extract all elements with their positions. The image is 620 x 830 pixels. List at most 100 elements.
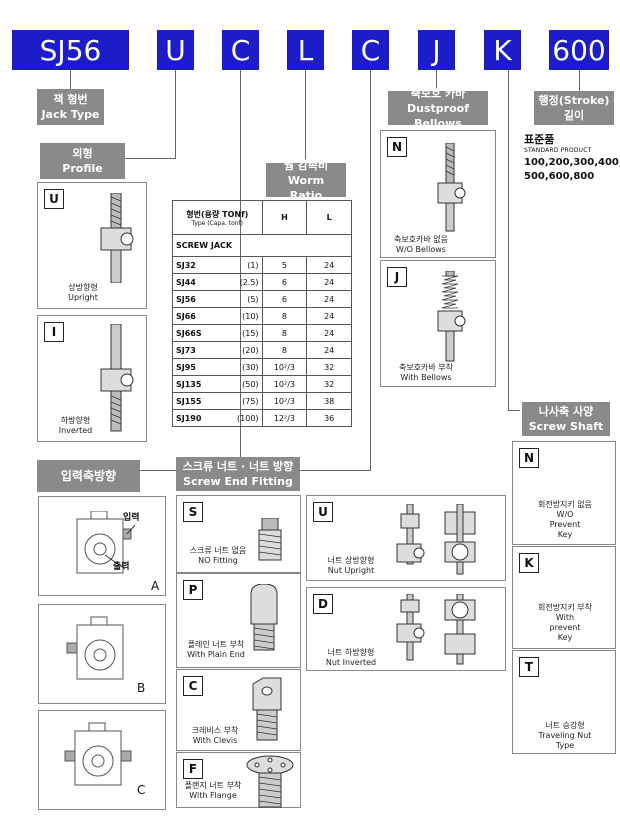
worm-ratio-table: 형번(용량 TONf) Type (Capa. tonf) H L SCREW … bbox=[172, 200, 352, 427]
connector bbox=[175, 70, 176, 158]
input-option-b[interactable]: B bbox=[38, 604, 166, 704]
option-letter: F bbox=[183, 759, 203, 779]
code-jack-type: SJ56 bbox=[12, 30, 129, 70]
shaft-option-k[interactable]: K 회전방지키 부착 With prevent Key bbox=[512, 546, 616, 649]
option-letter: J bbox=[387, 267, 407, 287]
option-caption-en: Traveling Nut bbox=[538, 731, 592, 740]
connector bbox=[508, 70, 509, 410]
code-input-direction: C bbox=[222, 30, 259, 70]
input-direction-label: 입력축방향 bbox=[37, 460, 140, 492]
option-letter: S bbox=[183, 502, 203, 522]
option-caption-en: With Bellows bbox=[400, 373, 452, 382]
option-caption-en: Type bbox=[555, 741, 575, 750]
fitting-option-p[interactable]: P 플레인 너트 부착 With Plain End bbox=[176, 573, 301, 668]
option-letter: D bbox=[313, 594, 333, 614]
option-caption-ko: 축보호카바 없음 bbox=[393, 235, 449, 244]
option-caption-en: Key bbox=[557, 530, 573, 539]
gearbox-top-view-icon bbox=[76, 511, 136, 574]
option-caption-ko: 너트 하방향형 bbox=[327, 648, 375, 657]
code-screw-shaft: K bbox=[484, 30, 521, 70]
option-caption-en: With Flange bbox=[189, 791, 237, 800]
option-caption-ko: 하방향형 bbox=[60, 416, 91, 425]
plain-end-icon bbox=[250, 584, 278, 651]
input-option-a[interactable]: 입력 출력 A bbox=[38, 496, 166, 596]
connector bbox=[370, 70, 371, 470]
option-caption-ko: 스크류 너트 없음 bbox=[189, 546, 247, 555]
connector bbox=[125, 158, 176, 159]
profile-option-inverted[interactable]: I 하방향형 Inverted bbox=[37, 315, 147, 442]
option-letter: T bbox=[519, 657, 539, 677]
option-caption-ko: 너트 상방향형 bbox=[327, 556, 375, 565]
option-caption-ko: 회전방지키 없음 bbox=[537, 500, 593, 509]
option-caption-ko: 회전방지키 부착 bbox=[537, 603, 593, 612]
fitting-option-s[interactable]: S 스크류 너트 없음 NO Fitting bbox=[176, 495, 301, 573]
option-letter: N bbox=[387, 137, 407, 157]
option-caption-en: prevent bbox=[549, 623, 581, 632]
clevis-icon bbox=[252, 677, 282, 741]
bellows-option-with[interactable]: J 축보호카바 부착 With Bellows bbox=[380, 260, 496, 387]
code-profile: U bbox=[157, 30, 194, 70]
output-label: 출력 bbox=[113, 562, 130, 572]
option-caption-ko: 상방향형 bbox=[68, 283, 98, 292]
connector bbox=[70, 70, 71, 90]
inverted-jack-icon bbox=[100, 324, 134, 432]
fitting-option-c[interactable]: C 크레비스 부착 With Clevis bbox=[176, 669, 301, 751]
upright-jack-icon bbox=[100, 193, 134, 283]
option-caption-ko: 크레비스 부착 bbox=[191, 726, 239, 735]
input-label: 입력 bbox=[123, 513, 140, 523]
shaft-option-t[interactable]: T 너트 승강형 Traveling Nut Type bbox=[512, 650, 616, 754]
option-caption-en: W/O bbox=[556, 510, 574, 519]
connector bbox=[508, 410, 520, 411]
option-letter: B bbox=[137, 681, 146, 695]
jack-without-bellows-icon bbox=[437, 143, 466, 232]
option-caption-ko: 플레인 너트 부착 bbox=[187, 640, 245, 649]
option-caption-en: With Plain End bbox=[187, 650, 245, 659]
option-caption-en: Key bbox=[557, 633, 573, 642]
connector bbox=[579, 70, 580, 92]
connector bbox=[436, 70, 437, 92]
connector bbox=[305, 70, 306, 165]
option-caption-en: Upright bbox=[68, 293, 98, 302]
option-caption-en: With Clevis bbox=[192, 736, 238, 745]
profile-option-upright[interactable]: U 상방향형 Upright bbox=[37, 182, 147, 309]
standard-title: 표준품 bbox=[524, 133, 555, 146]
standard-subtitle: STANDARD PRODUCT bbox=[524, 147, 592, 154]
option-caption-en: Nut Inverted bbox=[325, 658, 377, 667]
option-caption-en: Inverted bbox=[58, 426, 93, 435]
input-option-c[interactable]: C bbox=[38, 710, 166, 810]
fitting-option-f[interactable]: F 플랜지 너트 부착 With Flange bbox=[176, 752, 301, 808]
standard-product: 표준품 STANDARD PRODUCT 100,200,300,400, 50… bbox=[524, 131, 620, 184]
option-caption-en: W/O Bellows bbox=[396, 245, 446, 254]
option-caption-en: Prevent bbox=[549, 520, 581, 529]
standard-values: 100,200,300,400, 500,600,800 bbox=[524, 157, 620, 182]
shaft-option-n[interactable]: N 회전방지키 없음 W/O Prevent Key bbox=[512, 441, 616, 545]
option-letter: C bbox=[183, 676, 203, 696]
option-caption-en: NO Fitting bbox=[198, 556, 238, 565]
table-header-model: 형번(용량 TONf) Type (Capa. tonf) bbox=[172, 200, 263, 235]
option-letter: P bbox=[183, 580, 203, 600]
option-caption-ko: 너트 승강형 bbox=[545, 721, 585, 730]
option-letter: N bbox=[519, 448, 539, 468]
nut-option-upright[interactable]: U 너트 상방향형 Nut Upright bbox=[306, 495, 506, 581]
code-worm-ratio: L bbox=[287, 30, 324, 70]
flange-icon bbox=[246, 755, 294, 808]
code-stroke: 600 bbox=[549, 30, 609, 70]
bellows-option-without[interactable]: N 축보호카바 없음 W/O Bellows bbox=[380, 130, 496, 258]
nut-option-inverted[interactable]: D 너트 하방향형 Nut Inverted bbox=[306, 587, 506, 671]
option-letter: K bbox=[519, 553, 539, 573]
code-screw-end: C bbox=[352, 30, 389, 70]
connector bbox=[300, 470, 371, 471]
